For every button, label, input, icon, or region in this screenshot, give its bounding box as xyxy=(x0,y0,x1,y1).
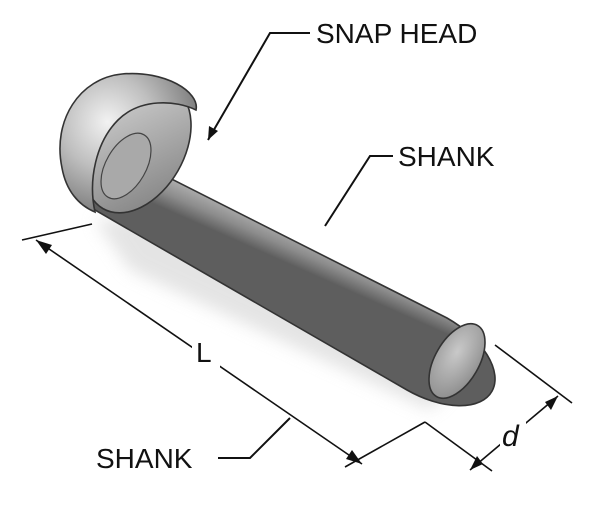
shank-upper-label: SHANK xyxy=(398,141,495,172)
diameter-label: d xyxy=(502,420,520,453)
shank-lower-leader xyxy=(218,417,291,459)
length-extension-line-top xyxy=(21,223,93,241)
diameter-arrow-bottom xyxy=(470,456,483,470)
shank-neck xyxy=(100,132,152,200)
diameter-label-backdrop xyxy=(500,418,526,454)
shank-lower-label: SHANK xyxy=(96,443,193,474)
length-label: L xyxy=(196,337,212,368)
snap-head-label: SNAP HEAD xyxy=(316,18,477,49)
length-arrow-end xyxy=(346,450,362,464)
snap-head-arrowhead xyxy=(208,126,218,140)
snap-head-leader xyxy=(207,32,310,141)
diameter-extension-line-top xyxy=(494,344,573,404)
shank-upper-leader xyxy=(324,155,393,227)
diameter-arrow-top xyxy=(545,396,558,410)
length-label-backdrop xyxy=(192,330,220,370)
length-arrow-start xyxy=(36,240,52,254)
snap-head-dome xyxy=(59,72,197,214)
shank-end-face xyxy=(428,323,486,399)
